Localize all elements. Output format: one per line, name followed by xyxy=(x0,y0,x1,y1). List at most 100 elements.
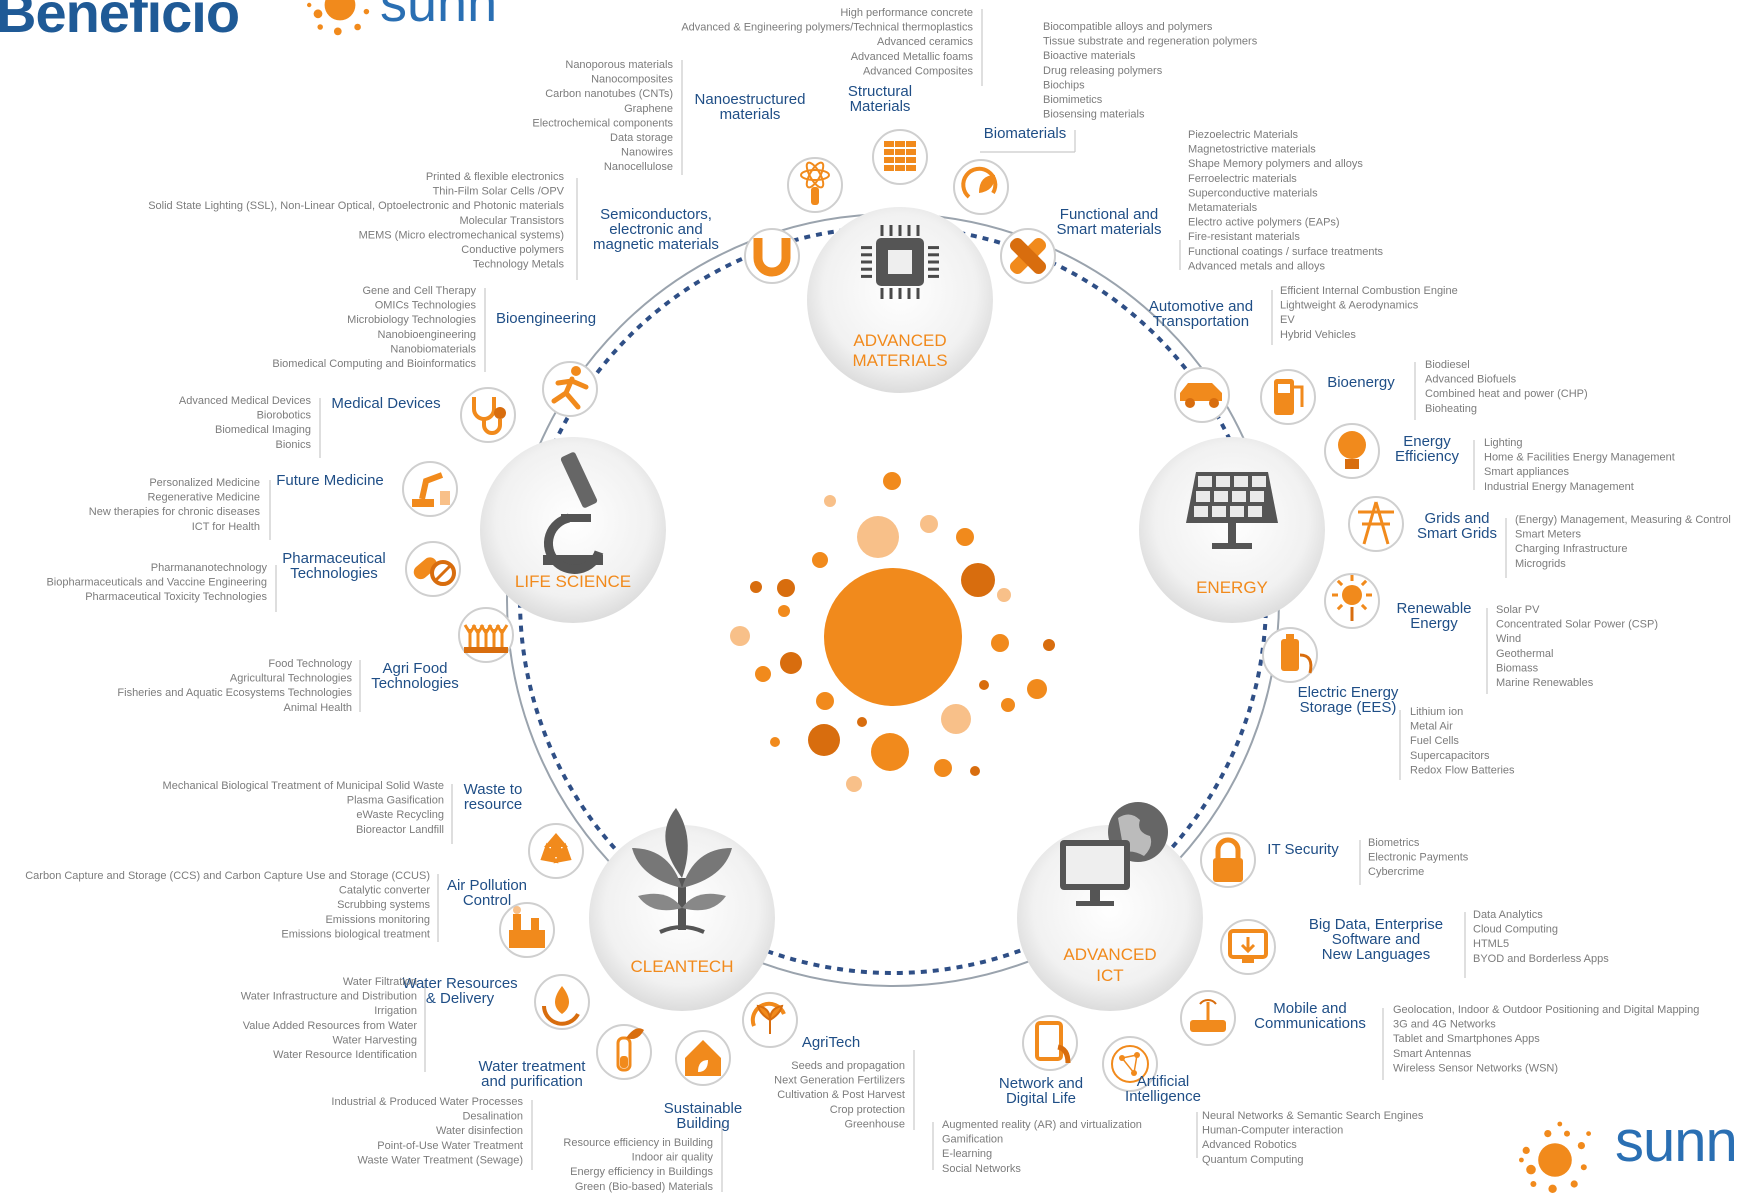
topic-title: Automotive and xyxy=(1149,298,1253,315)
topic-title: Sustainable xyxy=(664,1100,742,1117)
topic-item: Pharmaceutical Toxicity Technologies xyxy=(85,591,267,603)
sun-plug-icon xyxy=(1332,575,1372,621)
topic-title: Control xyxy=(463,892,511,909)
hubs: ADVANCEDMATERIALSENERGYADVANCEDICTCLEANT… xyxy=(480,207,1325,1011)
topic-item: Ferroelectric materials xyxy=(1188,173,1297,185)
logo-sun-core xyxy=(324,0,356,21)
topic-item: Water Infrastructure and Distribution xyxy=(241,991,417,1003)
topic-title: Nanoestructured xyxy=(695,91,806,108)
hub-label: ADVANCED xyxy=(1063,945,1156,964)
topic-item: Wireless Sensor Networks (WSN) xyxy=(1393,1062,1558,1074)
topic-item: Electro active polymers (EAPs) xyxy=(1188,217,1340,229)
topic-item: Redox Flow Batteries xyxy=(1410,764,1515,776)
logo-sun-dot xyxy=(313,9,323,19)
topic-item: Advanced Medical Devices xyxy=(179,395,312,407)
topic-item: Smart Antennas xyxy=(1393,1048,1472,1060)
topic-title: Electric Energy xyxy=(1298,684,1399,701)
topic-title: Semiconductors, xyxy=(600,206,712,223)
topic-item: Solid State Lighting (SSL), Non-Linear O… xyxy=(148,200,564,212)
hub-disc xyxy=(807,207,993,393)
topic-item: Electronic Payments xyxy=(1368,852,1469,864)
topic-item: Cloud Computing xyxy=(1473,924,1558,936)
sun-dot xyxy=(991,634,1009,652)
logo-sun-dot xyxy=(354,23,361,31)
topic-pharma: PharmaceuticalTechnologiesPharmananotech… xyxy=(46,550,385,603)
header-sun-logo xyxy=(307,0,370,36)
topic-title: Artificial xyxy=(1137,1073,1190,1090)
topic-item: Catalytic converter xyxy=(339,885,430,897)
topic-item: Nanocomposites xyxy=(591,74,673,86)
topic-item: Microgrids xyxy=(1515,558,1566,570)
topic-item: Data Analytics xyxy=(1473,909,1543,921)
topic-item: Bioactive materials xyxy=(1043,50,1136,62)
topic-item: Water Filtration xyxy=(343,976,417,988)
topic-title: Grids and xyxy=(1424,510,1489,527)
computer-globe-icon xyxy=(1060,802,1168,906)
topic-item: Hybrid Vehicles xyxy=(1280,329,1356,341)
topic-item: Lightweight & Aerodynamics xyxy=(1280,300,1419,312)
topic-item: Crop protection xyxy=(830,1104,905,1116)
topic-title: Energy xyxy=(1410,615,1458,632)
hub-label: LIFE SCIENCE xyxy=(515,572,631,591)
sun-dot xyxy=(1043,639,1055,651)
topic-title: & Delivery xyxy=(426,990,495,1007)
topic-title: Communications xyxy=(1254,1015,1366,1032)
topic-title: Pharmaceutical xyxy=(282,550,385,567)
topic-title: Smart Grids xyxy=(1417,525,1497,542)
brand-sun-logo xyxy=(1519,1121,1591,1194)
car-icon xyxy=(1180,383,1222,408)
topic-title: Water treatment xyxy=(479,1058,587,1075)
topic-item: Nanocellulose xyxy=(604,161,673,173)
topic-item: Biomass xyxy=(1496,662,1539,674)
hub-energy: ENERGY xyxy=(1139,437,1325,623)
logo-sun-dot xyxy=(1586,1131,1591,1136)
topic-item: Conductive polymers xyxy=(461,244,564,256)
topic-title: Efficiency xyxy=(1395,448,1459,465)
monitor-download-icon xyxy=(1228,929,1268,963)
robot-arm-icon xyxy=(412,472,450,507)
topic-title: Energy xyxy=(1403,433,1451,450)
topic-item: Quantum Computing xyxy=(1202,1154,1304,1166)
topic-title: Biomaterials xyxy=(984,125,1067,142)
sun-dot xyxy=(956,528,974,546)
topic-item: Resource efficiency in Building xyxy=(563,1137,713,1149)
topic-title: Agri Food xyxy=(382,660,447,677)
sun-dot xyxy=(808,724,840,756)
topic-item: Biochips xyxy=(1043,79,1085,91)
topic-item: Nanoporous materials xyxy=(565,59,673,71)
topic-title: Materials xyxy=(850,98,911,115)
sun-dot xyxy=(750,581,762,593)
logo-sun-dot xyxy=(1522,1146,1530,1154)
topic-item: Seeds and propagation xyxy=(791,1060,905,1072)
topic-item: Advanced ceramics xyxy=(877,36,973,48)
logo-sun-dot xyxy=(1570,1180,1578,1188)
topic-item: Advanced Metallic foams xyxy=(851,51,974,63)
topic-item: Plasma Gasification xyxy=(347,795,444,807)
sun-core xyxy=(824,568,962,706)
topic-title: Bioengineering xyxy=(496,310,596,327)
topic-item: EV xyxy=(1280,314,1295,326)
chip-icon xyxy=(861,225,939,299)
pills-icon xyxy=(413,557,456,586)
topic-item: Desalination xyxy=(462,1111,523,1123)
fuel-pump-icon xyxy=(1274,379,1304,415)
topic-item: Shape Memory polymers and alloys xyxy=(1188,158,1363,170)
logo-sun-dot xyxy=(1564,1130,1570,1137)
topic-item: Emissions biological treatment xyxy=(281,928,430,940)
sun-dot xyxy=(1001,698,1015,712)
padlock-icon xyxy=(1213,837,1243,882)
topic-item: Indoor air quality xyxy=(632,1152,714,1164)
topic-item: Geothermal xyxy=(1496,648,1553,660)
sun-dot xyxy=(777,579,795,597)
topic-icon-ring xyxy=(787,157,843,213)
